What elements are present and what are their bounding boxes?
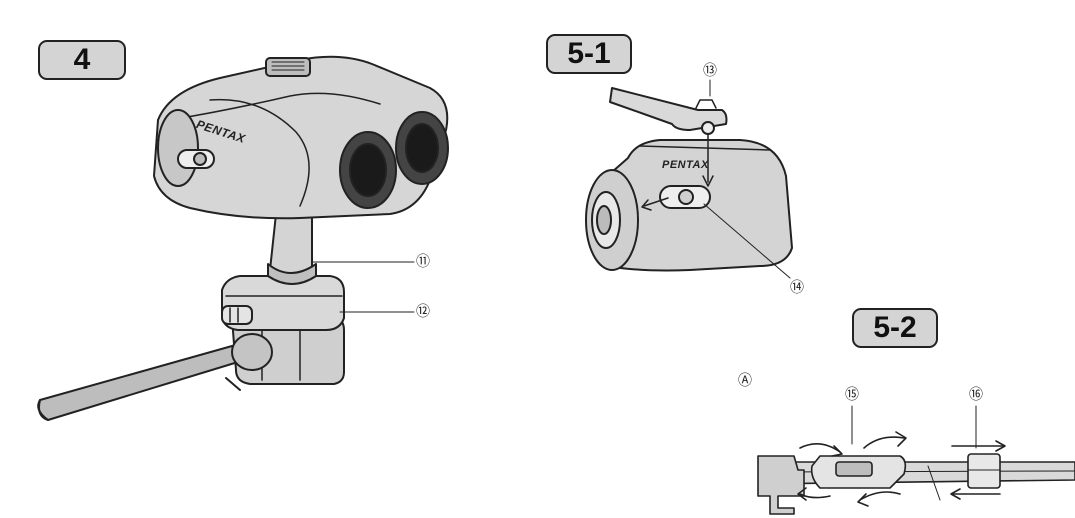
thread-arrow-3 <box>859 491 901 501</box>
callout-13: ⑬ <box>703 63 717 79</box>
figure-5-1-brand: PENTAX <box>662 159 709 171</box>
cut-mark <box>927 465 941 501</box>
callout-15: ⑮ <box>845 387 859 403</box>
adapter-strap <box>759 461 1075 485</box>
thread-arrow-2 <box>863 436 905 449</box>
figure-4-binocular-on-tripod <box>37 55 449 421</box>
callout-12: ⑫ <box>416 304 430 320</box>
callout-11: ⑪ <box>416 254 430 270</box>
strap-end-block <box>757 455 805 515</box>
slide-arrow <box>643 197 669 207</box>
callout-14: ⑭ <box>790 280 804 296</box>
focus-wheel <box>265 57 311 77</box>
strap-keeper <box>967 453 1001 489</box>
thread-arrow-1 <box>799 443 841 453</box>
figure-5-1-adapter-attach <box>585 79 793 279</box>
callout-16: ⑯ <box>969 387 983 403</box>
tripod-lock-knob <box>231 333 273 371</box>
figure-5-2-strap-threading <box>757 405 1075 515</box>
figure-5-2-badge: 5-2 <box>852 308 938 348</box>
leader-14 <box>703 203 791 279</box>
figure-5-1-badge: 5-1 <box>546 34 632 74</box>
adapter-screw <box>701 121 715 135</box>
callout-A: Ⓐ <box>738 373 752 389</box>
tripod-pan-handle <box>38 345 239 421</box>
thread-arrow-4 <box>799 493 831 499</box>
figure-4-badge: 4 <box>38 40 126 80</box>
